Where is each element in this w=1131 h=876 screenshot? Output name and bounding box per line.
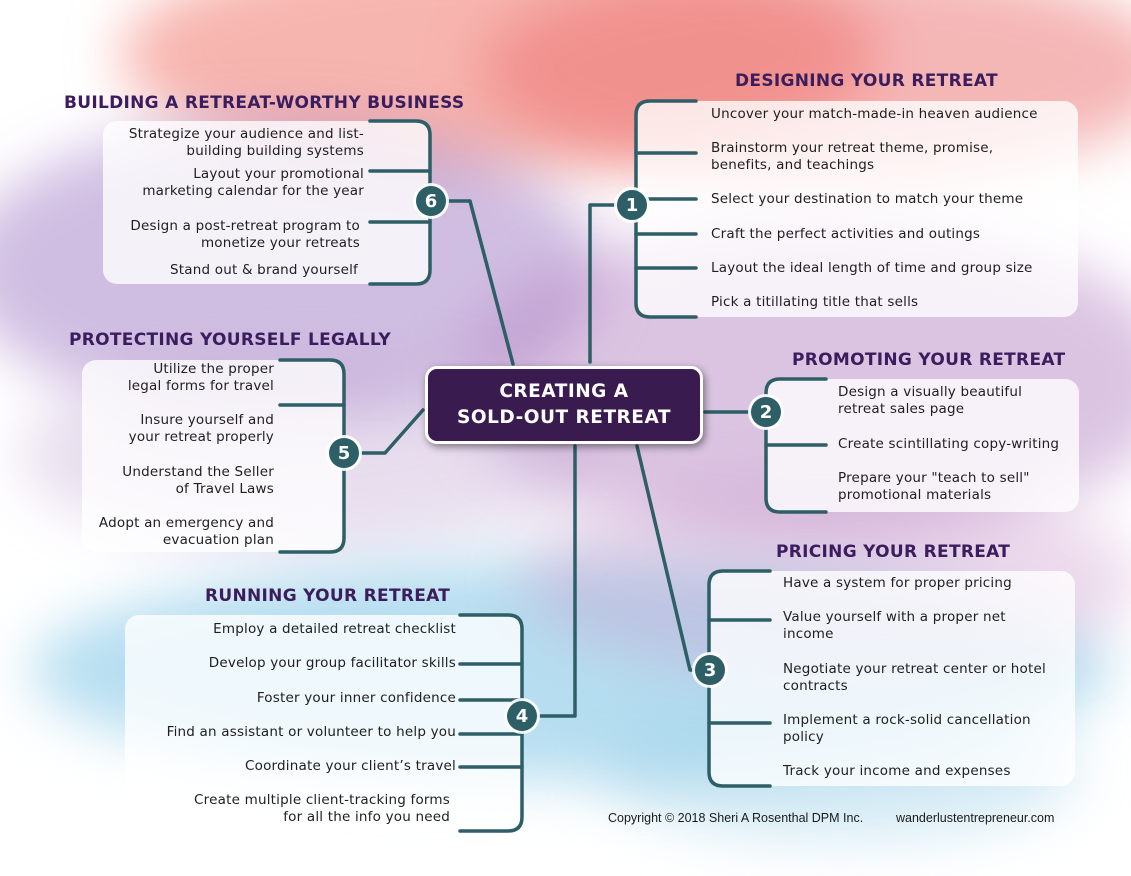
website-link[interactable]: wanderlustentrepreneur.com — [896, 811, 1055, 825]
branch-1-title: DESIGNING YOUR RETREAT — [735, 71, 998, 91]
branch-3-number-badge: 3 — [695, 655, 725, 685]
branch-1-item: Select your destination to match your th… — [711, 191, 1024, 207]
branch-4-item: Find an assistant or volunteer to help y… — [166, 724, 456, 740]
connector-center-to-1 — [588, 203, 619, 364]
branch-2-item: Design a visually beautiful retreat sale… — [838, 384, 1023, 417]
tick-branch-4 — [458, 662, 524, 769]
branch-3-item: Implement a rock-solid cancellation poli… — [783, 712, 1031, 745]
branch-2-title: PROMOTING YOUR RETREAT — [792, 350, 1066, 370]
branch-6-item: Stand out & brand yourself — [170, 262, 358, 278]
branch-4-item: Coordinate your client’s travel — [244, 758, 456, 774]
branch-1-item: Uncover your match-made-in heaven audien… — [711, 106, 1038, 122]
branch-6-number-badge: 6 — [416, 186, 446, 216]
copyright-text: Copyright © 2018 Sheri A Rosenthal DPM I… — [608, 811, 864, 825]
branch-4-item: Create multiple client-tracking forms fo… — [194, 792, 450, 825]
branch-3-item: Track your income and expenses — [783, 763, 1011, 779]
branch-4-item: Employ a detailed retreat checklist — [213, 621, 456, 637]
branch-1-item: Craft the perfect activities and outings — [711, 226, 981, 242]
branch-4-item: Develop your group facilitator skills — [208, 655, 456, 671]
branch-3-title: PRICING YOUR RETREAT — [776, 542, 1011, 562]
branch-5-item: Understand the Seller of Travel Laws — [122, 464, 274, 497]
branch-6-item: Strategize your audience and list- build… — [128, 126, 364, 159]
branch-3-item: Value yourself with a proper net income — [783, 609, 1006, 642]
branch-3-item: Have a system for proper pricing — [783, 575, 1012, 591]
branch-4-title: RUNNING YOUR RETREAT — [205, 586, 451, 606]
central-topic-line-2: SOLD-OUT RETREAT — [457, 407, 671, 428]
branch-6-item: Layout your promotional marketing calend… — [142, 166, 364, 199]
branch-4-number-badge: 4 — [507, 701, 537, 731]
tick-branch-1 — [634, 151, 698, 270]
tick-branch-3 — [707, 618, 772, 725]
branch-4-panel — [125, 615, 522, 831]
branch-5-item: Adopt an emergency and evacuation plan — [98, 515, 274, 548]
connector-center-to-4 — [536, 444, 577, 718]
branch-1-item: Brainstorm your retreat theme, promise, … — [711, 140, 994, 173]
branch-6-panel — [103, 121, 430, 284]
connector-center-to-5 — [358, 408, 425, 455]
connector-center-to-6 — [445, 199, 515, 366]
connector-center-to-3 — [635, 444, 697, 672]
branch-5-title: PROTECTING YOURSELF LEGALLY — [69, 330, 391, 350]
branch-2-number-badge: 2 — [751, 397, 781, 427]
branch-5-panel — [82, 360, 344, 552]
branch-6-item: Design a post-retreat program to monetiz… — [130, 218, 360, 251]
tick-branch-6 — [368, 169, 432, 224]
branch-3-panel — [709, 571, 1075, 786]
branch-1-panel — [636, 101, 1078, 317]
branch-5-item: Utilize the proper legal forms for trave… — [127, 361, 274, 394]
branch-5-item: Insure yourself and your retreat properl… — [128, 412, 274, 445]
branch-2-item: Prepare your "teach to sell" promotional… — [838, 470, 1030, 503]
branch-1-item: Pick a titillating title that sells — [711, 294, 919, 310]
branch-2-item: Create scintillating copy-writing — [838, 436, 1060, 452]
branch-1-number-badge: 1 — [617, 190, 647, 220]
branch-1-item: Layout the ideal length of time and grou… — [711, 260, 1033, 276]
branch-4-item: Foster your inner confidence — [256, 690, 456, 706]
central-topic-box: CREATING A SOLD-OUT RETREAT — [425, 366, 703, 444]
central-topic-line-1: CREATING A — [499, 381, 629, 402]
branch-5-number-badge: 5 — [329, 438, 359, 468]
branch-6-title: BUILDING A RETREAT-WORTHY BUSINESS — [64, 93, 465, 113]
branch-3-item: Negotiate your retreat center or hotel c… — [783, 661, 1046, 694]
